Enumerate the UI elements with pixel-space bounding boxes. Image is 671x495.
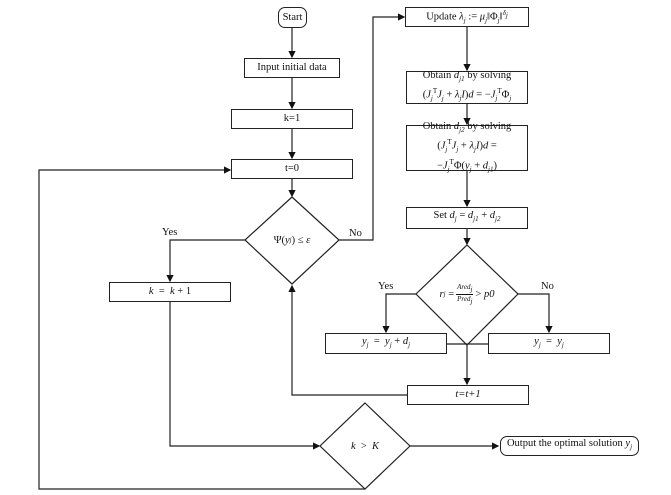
edge-t-loop: [288, 284, 407, 396]
diamond-psi: [244, 196, 340, 285]
update-y-label: yj = yj + dj: [361, 335, 411, 350]
obtain-d1-line1: Obtain dj1 by solving: [422, 70, 512, 84]
output-label: Output the optimal solution yj: [506, 438, 633, 452]
k-init-label: k=1: [283, 113, 301, 124]
edge-ratio-yes: [382, 293, 416, 334]
output-node: Output the optimal solution yj: [500, 436, 639, 456]
obtain-d1-node: Obtain dj1 by solving (JjTJj + λjI)d = −…: [406, 70, 528, 104]
t-init-node: t=0: [231, 159, 353, 179]
edge-psi-yes: [166, 239, 245, 283]
input-data-label: Input initial data: [257, 62, 327, 73]
t-increment-node: t=t+1: [407, 385, 529, 405]
t-increment-label: t=t+1: [455, 389, 481, 400]
edge-ratio-no: [518, 293, 553, 334]
set-d-node: Set dj = dj1 + dj2: [406, 207, 528, 229]
k-increment-node: k = k + 1: [109, 282, 231, 302]
ratio-fraction: Aredj Predj: [456, 283, 474, 305]
k-increment-label: k = k + 1: [148, 286, 192, 297]
ratio-no-label: No: [541, 281, 554, 292]
psi-yes-label: Yes: [162, 227, 178, 238]
keep-y-label: yj = yj: [534, 335, 564, 350]
update-lambda-label: Update λj := μj‖Φj‖δj: [426, 9, 508, 25]
obtain-d2-line2: (JjTJj + λjI)d =: [437, 137, 497, 154]
update-y-node: yj = yj + dj: [325, 333, 447, 354]
psi-no-label: No: [349, 228, 362, 239]
edge-psi-no: [339, 13, 406, 241]
k-condition-text: k > K: [350, 440, 380, 452]
set-d-label: Set dj = dj1 + dj2: [433, 210, 501, 224]
ratio-yes-label: Yes: [378, 281, 394, 292]
keep-y-node: yj = yj: [488, 333, 610, 354]
obtain-d2-line3: −JjTΦ(yj + dj1): [436, 157, 497, 174]
obtain-d2-line1: Obtain dj2 by solving: [422, 120, 512, 134]
k-init-node: k=1: [231, 109, 353, 129]
edge-condK-loop: [38, 166, 365, 490]
t-init-label: t=0: [284, 163, 300, 174]
obtain-d1-line2: (JjTJj + λjI)d = −JjTΦj: [422, 87, 512, 103]
start-label: Start: [282, 11, 303, 23]
update-lambda-node: Update λj := μj‖Φj‖δj: [405, 7, 529, 27]
obtain-d2-node: Obtain dj2 by solving (JjTJj + λjI)d = −…: [406, 121, 528, 173]
input-data-node: Input initial data: [244, 58, 340, 78]
edge-k-condK: [169, 302, 321, 450]
start-node: Start: [278, 7, 307, 28]
